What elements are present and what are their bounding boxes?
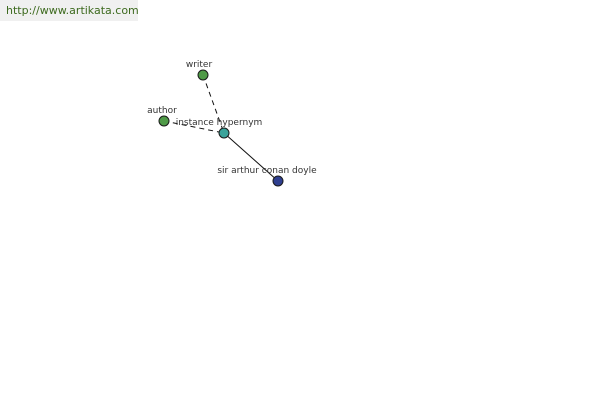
node-author[interactable]: author xyxy=(147,106,177,127)
nodes-layer: writer author instance hypernym sir arthur … xyxy=(147,60,317,187)
node-label-doyle: sir arthur conan doyle xyxy=(217,166,317,176)
node-label-author: author xyxy=(147,106,177,116)
node-label-hub: instance hypernym xyxy=(176,118,263,128)
node-dot-author[interactable] xyxy=(158,115,170,127)
node-dot-writer[interactable] xyxy=(197,69,209,81)
node-writer[interactable]: writer xyxy=(186,60,213,81)
node-dot-doyle[interactable] xyxy=(272,175,284,187)
edge-hub-doyle xyxy=(223,132,279,182)
node-doyle[interactable]: sir arthur conan doyle xyxy=(217,166,317,187)
edge-writer-hub xyxy=(202,74,225,134)
node-dot-hub[interactable] xyxy=(218,127,230,139)
edge-author-hub xyxy=(163,120,225,134)
url-banner: http://www.artikata.com xyxy=(0,0,139,21)
site-url-link[interactable]: http://www.artikata.com xyxy=(6,4,139,17)
edges-layer xyxy=(163,74,279,182)
node-hub[interactable]: instance hypernym xyxy=(176,118,263,139)
node-label-writer: writer xyxy=(186,60,213,70)
